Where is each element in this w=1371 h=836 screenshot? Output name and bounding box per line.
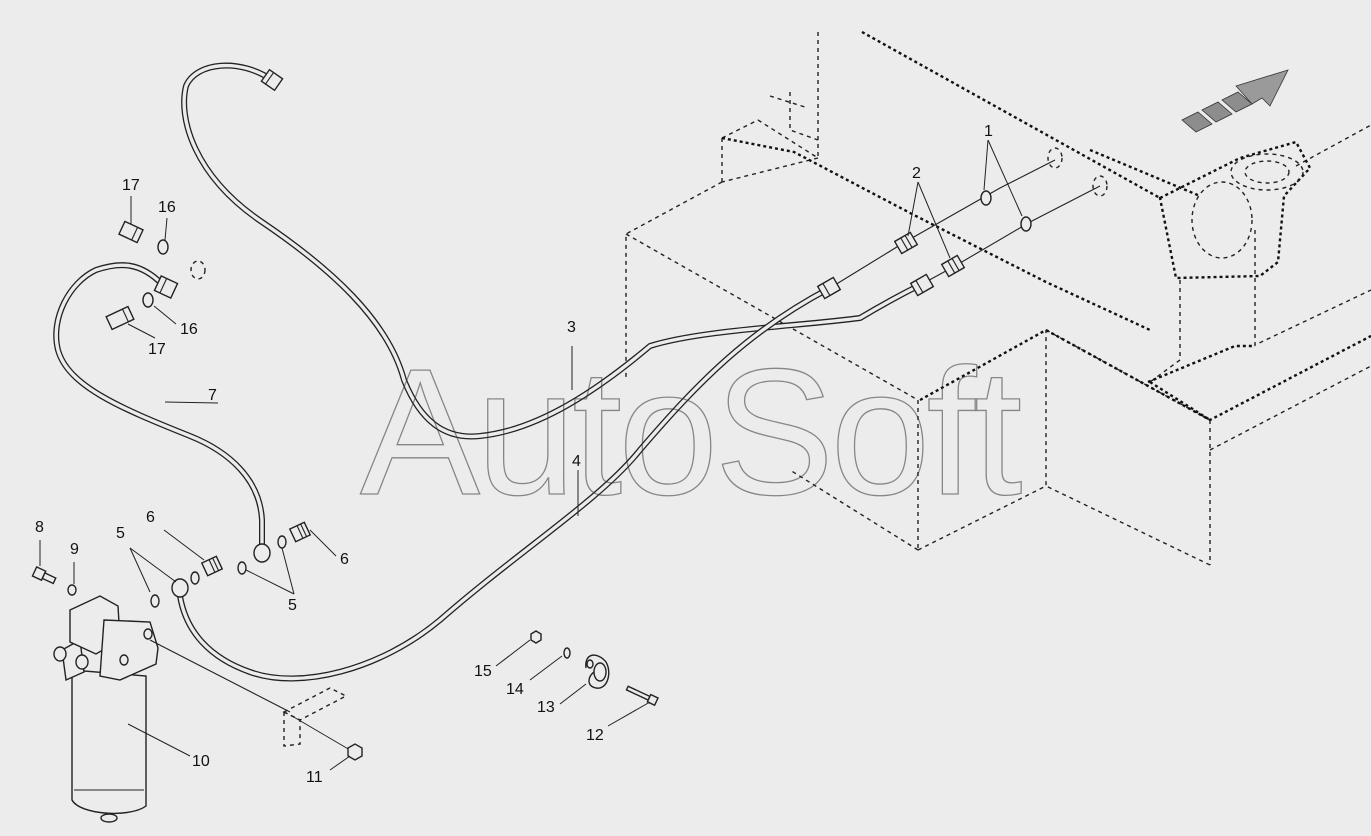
callout-11: 11 — [306, 769, 323, 786]
fuel-pipes — [53, 62, 1101, 682]
adapter-2b — [940, 254, 966, 278]
vehicle-frame-phantom — [625, 30, 1371, 566]
callout-17b: 17 — [148, 341, 166, 358]
callouts: 1 2 3 4 5 5 6 6 7 8 9 10 11 12 13 14 15 … — [35, 123, 993, 786]
callout-7: 7 — [208, 387, 217, 404]
callout-3: 3 — [567, 319, 576, 336]
fitting-6b — [288, 521, 312, 543]
callout-5b: 5 — [288, 597, 297, 614]
callout-16a: 16 — [158, 199, 176, 216]
pipe-7 — [53, 262, 265, 553]
callout-2: 2 — [912, 165, 921, 182]
callout-15: 15 — [474, 663, 492, 680]
callout-10: 10 — [192, 753, 210, 770]
callout-12: 12 — [586, 727, 604, 744]
washer-16b — [142, 292, 154, 308]
washer-14 — [563, 647, 571, 659]
fittings — [31, 68, 1108, 608]
callout-4: 4 — [572, 453, 581, 470]
callout-6a: 6 — [146, 509, 155, 526]
callout-16b: 16 — [180, 321, 198, 338]
washer-9 — [67, 584, 77, 596]
washer-1a — [980, 190, 992, 206]
bolt-12 — [625, 685, 659, 707]
leader-lines — [39, 139, 1023, 771]
watermark: AutoSoft — [360, 332, 1021, 533]
plug-17b — [105, 305, 135, 331]
forward-arrow-icon — [1181, 69, 1289, 133]
nut-15 — [530, 630, 542, 644]
callout-6b: 6 — [340, 551, 349, 568]
callout-14: 14 — [506, 681, 524, 698]
adapter-2a — [893, 231, 919, 255]
bolt-8 — [31, 566, 57, 585]
nut-11 — [347, 743, 363, 761]
bracket — [282, 687, 351, 751]
clamp-13 — [585, 654, 610, 689]
callout-8: 8 — [35, 519, 44, 536]
fitting-6a — [200, 555, 224, 577]
callout-13: 13 — [537, 699, 555, 716]
callout-1: 1 — [984, 123, 993, 140]
callout-17a: 17 — [122, 177, 140, 194]
washer-1b — [1020, 216, 1032, 232]
plug-17a — [118, 220, 144, 244]
callout-5a: 5 — [116, 525, 125, 542]
fuel-filter-10 — [53, 595, 291, 823]
callout-9: 9 — [70, 541, 79, 558]
washer-16a — [157, 239, 169, 255]
pipe-end-nut — [260, 68, 284, 92]
